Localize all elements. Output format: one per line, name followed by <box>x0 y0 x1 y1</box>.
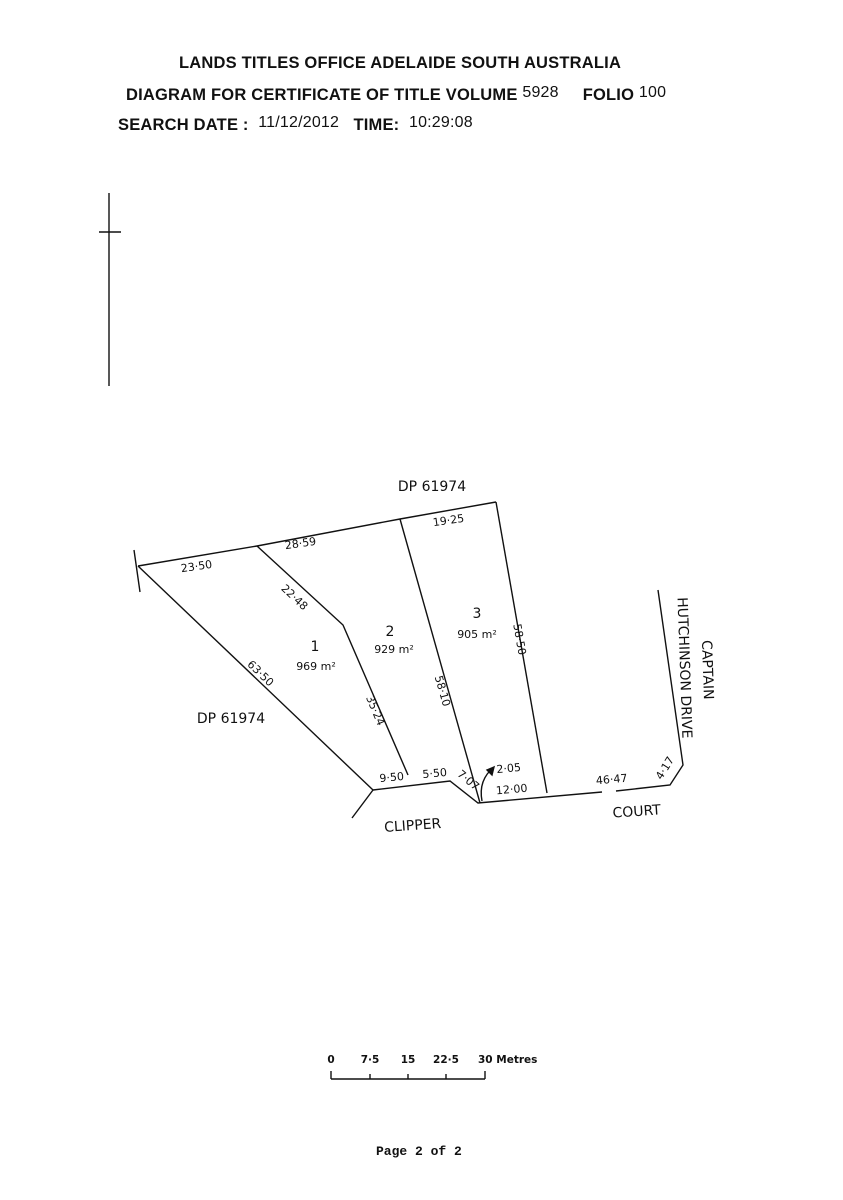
page-number: Page 2 of 2 <box>376 1144 462 1159</box>
tick-left <box>133 549 141 593</box>
dim-23-50: 23·50 <box>180 558 213 575</box>
dim-35-24: 35·24 <box>363 694 387 728</box>
dim-63-50: 63·50 <box>245 658 277 689</box>
boundary-top <box>137 501 497 567</box>
diagram-title: DIAGRAM FOR CERTIFICATE OF TITLE VOLUME … <box>126 84 667 105</box>
dim-19-25: 19·25 <box>432 512 465 529</box>
adjoining-top: DP 61974 <box>398 479 466 495</box>
dim-22-48: 22·48 <box>278 582 310 613</box>
search-info: SEARCH DATE : 11/12/2012 TIME: 10:29:08 <box>118 114 473 135</box>
scale-bar <box>330 1071 486 1080</box>
street-captain: CAPTAIN <box>698 640 716 700</box>
scale-tick-22-5: 22·5 <box>433 1054 459 1066</box>
boundary-lot3-east <box>495 501 548 794</box>
folio-value: 100 <box>638 84 667 101</box>
lot-3-number: 3 <box>473 606 482 622</box>
street-court: COURT <box>612 802 662 821</box>
tick-clipper <box>351 789 374 819</box>
dim-5-50: 5·50 <box>422 766 448 781</box>
lot-2-area: 929 m² <box>374 643 414 656</box>
scale-tick-7-5: 7·5 <box>361 1054 380 1066</box>
lot-2-number: 2 <box>386 624 395 640</box>
street-clipper: CLIPPER <box>384 816 442 836</box>
boundary-lot1-lot2 <box>256 545 409 776</box>
time-label: TIME: <box>353 116 400 134</box>
folio-label: FOLIO <box>582 86 635 104</box>
north-arrow-icon <box>99 193 121 386</box>
search-date-label: SEARCH DATE : <box>118 116 249 134</box>
volume-value: 5928 <box>522 84 559 101</box>
lot-1-number: 1 <box>311 639 320 655</box>
lot-1-area: 969 m² <box>296 660 336 673</box>
frontage-clipper-court <box>372 780 603 804</box>
boundary-lot2-lot3 <box>399 518 481 804</box>
diagram-label: DIAGRAM FOR CERTIFICATE OF TITLE VOLUME <box>126 86 518 104</box>
arrowhead-icon <box>485 765 496 777</box>
search-date-value: 11/12/2012 <box>258 114 340 131</box>
dim-12-00: 12·00 <box>495 782 528 798</box>
scale-tick-0: 0 <box>327 1054 334 1066</box>
dim-4-17: 4·17 <box>653 754 677 782</box>
scale-tick-15: 15 <box>401 1054 416 1066</box>
lot-3-area: 905 m² <box>457 628 497 641</box>
time-value: 10:29:08 <box>408 114 473 131</box>
office-title: LANDS TITLES OFFICE ADELAIDE SOUTH AUSTR… <box>179 54 622 72</box>
adjoining-left: DP 61974 <box>197 711 265 727</box>
street-hutchinson-drive: HUTCHINSON DRIVE <box>674 597 695 739</box>
dim-9-50: 9·50 <box>379 770 405 785</box>
dim-46-47: 46·47 <box>595 772 628 788</box>
dim-7-07: 7·07 <box>455 767 482 793</box>
dim-2-05: 2·05 <box>496 761 522 776</box>
road-edge-court-drive <box>615 589 684 792</box>
boundary-lot1-west <box>137 565 374 791</box>
dim-58-10: 58·10 <box>432 674 453 708</box>
dim-28-59: 28·59 <box>284 535 317 552</box>
scale-tick-30: 30 Metres <box>478 1054 537 1066</box>
dim-58-50: 58·50 <box>510 623 528 656</box>
